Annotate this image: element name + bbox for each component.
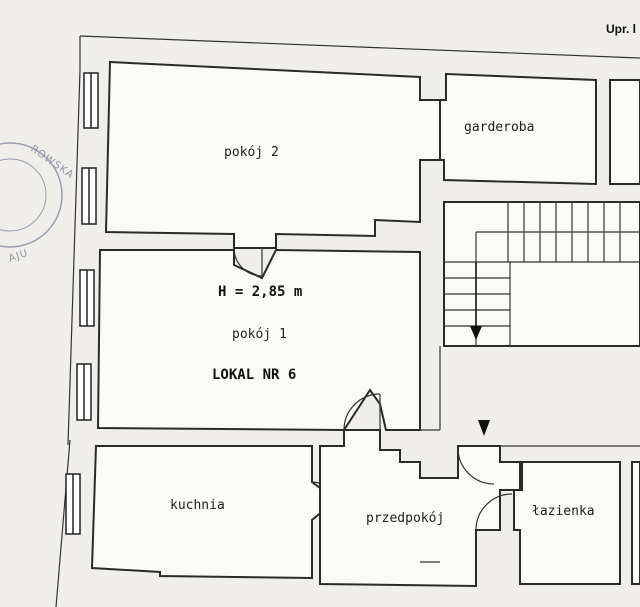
room-neighbor-top — [609, 79, 640, 185]
door-swing-pokoj — [233, 247, 263, 277]
label-przedpokoj: przedpokój — [366, 511, 444, 526]
label-kuchnia: kuchnia — [170, 498, 225, 513]
label-unit: LOKAL NR 6 — [212, 367, 296, 383]
room-pokoj-2 — [104, 60, 441, 249]
label-lazienka: łazienka — [532, 504, 595, 519]
room-kuchnia — [90, 445, 338, 580]
room-lazienka — [513, 461, 621, 585]
header-label: Upr. l — [606, 22, 636, 36]
door-swing-hall — [343, 393, 381, 431]
label-pokoj-1: pokój 1 — [232, 327, 287, 342]
room-neighbor-bottom — [631, 461, 640, 585]
entry-arrow-icon — [478, 420, 490, 436]
label-height: H = 2,85 m — [218, 284, 302, 300]
room-przedpokoj — [319, 429, 521, 588]
staircase — [443, 201, 640, 347]
door-swing-entry — [457, 447, 495, 485]
windows — [65, 72, 99, 535]
door-swing-bath — [475, 493, 513, 531]
building-outline — [55, 35, 640, 607]
label-pokoj-2: pokój 2 — [224, 145, 279, 160]
corridor-walls — [419, 84, 640, 563]
label-garderoba: garderoba — [464, 120, 534, 135]
